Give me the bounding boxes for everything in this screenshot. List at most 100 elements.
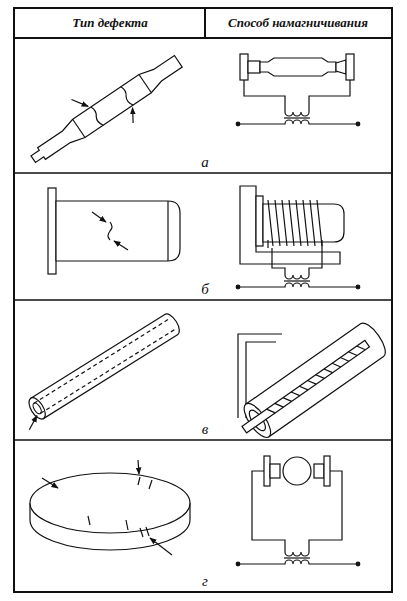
ball-fixture: [252, 471, 285, 552]
column-header: Тип дефекта: [72, 16, 147, 30]
transformer-symbol: [236, 275, 360, 289]
shaft-part: [89, 106, 104, 126]
transformer-symbol: [236, 562, 240, 566]
transformer-symbol: [236, 552, 360, 566]
shaft-fixture: [244, 80, 285, 112]
transformer-symbol: [285, 552, 309, 556]
tube-part: [25, 416, 41, 430]
shaft-fixture: [336, 60, 346, 74]
ball-fixture: [264, 456, 270, 486]
table-grid: [14, 8, 392, 592]
shaft-part: [27, 52, 184, 168]
ball-fixture: [309, 471, 342, 552]
ball-fixture: [252, 456, 342, 552]
column-header: Способ намагничивания: [228, 16, 368, 30]
flanged-part: [56, 201, 180, 261]
coil-fixture: [275, 200, 280, 246]
central-conductor-fixture: [267, 343, 366, 416]
central-conductor-fixture: [332, 360, 341, 369]
row-letter: в: [200, 421, 211, 438]
coil-fixture: [289, 200, 294, 246]
shaft-fixture: [240, 54, 354, 112]
coil-fixture: [317, 200, 322, 246]
table-grid: [14, 299, 392, 300]
tube-part: [40, 330, 174, 414]
shaft-fixture: [248, 61, 260, 73]
shaft-fixture: [260, 58, 336, 76]
transformer-symbol: [236, 112, 360, 126]
shaft-fixture: [240, 54, 248, 80]
disc-part: [42, 478, 58, 488]
transformer-symbol: [236, 285, 240, 289]
central-conductor-fixture: [233, 319, 390, 446]
row-letter: а: [199, 154, 211, 171]
transformer-symbol: [284, 280, 310, 281]
transformer-symbol: [238, 560, 358, 564]
shaft-part: [119, 86, 134, 106]
disc-part: [88, 477, 152, 537]
disc-part: [30, 460, 190, 555]
coil-fixture: [282, 200, 287, 246]
flanged-part: [167, 201, 168, 261]
transformer-symbol: [285, 275, 309, 279]
ball-fixture: [314, 464, 324, 478]
shaft-part: [73, 119, 85, 137]
table-grid: [14, 37, 392, 39]
shaft-part: [71, 94, 88, 112]
shaft-fixture: [309, 80, 350, 112]
coil-fixture: [309, 240, 322, 275]
central-conductor-fixture: [324, 366, 333, 375]
disc-part: [30, 473, 190, 533]
shaft-part: [139, 75, 151, 93]
flanged-part: [48, 188, 56, 274]
coil-fixture: [310, 200, 315, 246]
row-letter: б: [199, 281, 211, 298]
coil-fixture: [268, 240, 285, 275]
ball-fixture: [270, 464, 280, 478]
central-conductor-fixture: [267, 406, 276, 415]
coil-fixture: [296, 200, 301, 246]
central-conductor-fixture: [233, 319, 390, 446]
table-grid: [14, 439, 392, 440]
central-conductor-fixture: [340, 355, 349, 364]
flanged-part: [114, 241, 128, 250]
central-conductor-fixture: [275, 401, 284, 410]
central-conductor-fixture: [308, 378, 317, 387]
transformer-symbol: [356, 285, 360, 289]
transformer-symbol: [238, 120, 358, 124]
central-conductor-fixture: [348, 349, 357, 358]
table-grid: [204, 8, 206, 38]
central-conductor-fixture: [316, 372, 325, 381]
table-grid: [14, 172, 392, 173]
flanged-part: [48, 188, 180, 274]
tube-part: [34, 320, 168, 404]
coil-fixture: [268, 200, 322, 246]
tube-part: [31, 311, 183, 418]
transformer-symbol: [356, 122, 360, 126]
disc-part: [150, 538, 172, 555]
central-conductor-fixture: [291, 389, 300, 398]
shaft-fixture: [346, 54, 354, 80]
central-conductor-fixture: [357, 343, 366, 352]
transformer-symbol: [238, 283, 358, 287]
central-conductor-fixture: [299, 383, 308, 392]
transformer-symbol: [356, 562, 360, 566]
central-conductor-fixture: [242, 340, 369, 433]
table-grid: [14, 8, 392, 592]
tube-part: [16, 311, 184, 429]
coil-fixture: [256, 196, 263, 246]
ball-fixture: [324, 456, 330, 486]
row-letter: г: [200, 573, 210, 590]
shaft-part: [18, 38, 193, 181]
coil-fixture: [240, 186, 344, 275]
flanged-part: [108, 222, 112, 240]
disc-part: [138, 460, 139, 474]
tube-part: [26, 395, 49, 422]
transformer-symbol: [236, 122, 240, 126]
coil-fixture: [303, 200, 308, 246]
transformer-symbol: [284, 557, 310, 558]
ball-fixture: [283, 457, 311, 485]
transformer-symbol: [284, 117, 310, 118]
central-conductor-fixture: [283, 395, 292, 404]
